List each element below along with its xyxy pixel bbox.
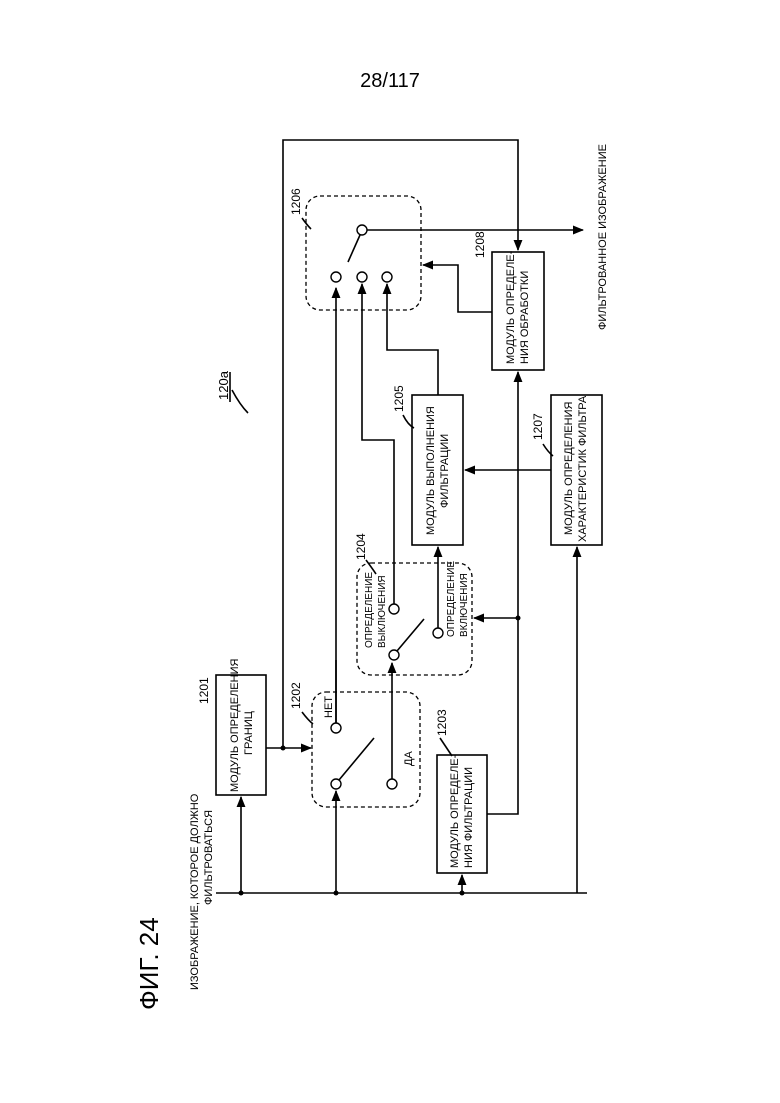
- boundary-module-line-2: ГРАНИЦ: [243, 711, 255, 755]
- switch-b-common-terminal: [389, 650, 399, 660]
- input-label-line-1: ИЗОБРАЖЕНИЕ, КОТОРОЕ ДОЛЖНО: [189, 793, 201, 990]
- device-ref-text: 120a: [216, 370, 231, 400]
- processing-line-1: МОДУЛЬ ОПРЕДЕЛЕ-: [505, 250, 517, 364]
- switch-c-terminal-3: [382, 272, 392, 282]
- junction-dot: [516, 616, 521, 621]
- filter-decision-module: МОДУЛЬ ОПРЕДЕЛЕ- НИЯ ФИЛЬТРАЦИИ: [437, 754, 487, 873]
- switch-b-leader: [366, 560, 376, 574]
- filter-char-line-1: МОДУЛЬ ОПРЕДЕЛЕНИЯ: [563, 402, 575, 535]
- switch-b-off-line-2: ВЫКЛЮЧЕНИЯ: [377, 575, 388, 648]
- switch-a-ref: 1202: [289, 682, 303, 709]
- switch-b-on-terminal: [433, 628, 443, 638]
- input-label-line-2: ФИЛЬТРОВАТЬСЯ: [203, 810, 215, 905]
- processing-line-2: НИЯ ОБРАБОТКИ: [519, 271, 531, 364]
- wire-processing-to-switch-c: [423, 265, 492, 312]
- switch-c-common-terminal: [357, 225, 367, 235]
- junction-dot: [281, 746, 286, 751]
- switch-b-ref: 1204: [354, 533, 368, 560]
- filter-exec-line-1: МОДУЛЬ ВЫПОЛНЕНИЯ: [425, 406, 437, 535]
- switch-b-on-line-2: ВКЛЮЧЕНИЯ: [459, 573, 470, 637]
- boundary-module-line-1: МОДУЛЬ ОПРЕДЕЛЕНИЯ: [229, 659, 241, 792]
- processing-ref: 1208: [473, 231, 487, 258]
- boundary-module: МОДУЛЬ ОПРЕДЕЛЕНИЯ ГРАНИЦ: [216, 659, 266, 795]
- switch-c-frame: [306, 196, 421, 310]
- filter-decision-leader: [440, 738, 452, 756]
- switch-b-off-terminal: [389, 604, 399, 614]
- filter-char-ref: 1207: [531, 413, 545, 440]
- switch-b-on-line-1: ОПРЕДЕЛЕНИЕ: [446, 561, 457, 637]
- switch-c-blade: [348, 235, 360, 262]
- switch-a-common-terminal: [331, 779, 341, 789]
- input-label: ИЗОБРАЖЕНИЕ, КОТОРОЕ ДОЛЖНО ФИЛЬТРОВАТЬС…: [189, 793, 215, 990]
- switch-a-no-terminal: [331, 723, 341, 733]
- device-ref-leader: [232, 390, 248, 413]
- switch-b-off-line-1: ОПРЕДЕЛЕНИЕ: [364, 572, 375, 648]
- switch-a-yes-terminal: [387, 779, 397, 789]
- switch-c-terminal-2: [357, 272, 367, 282]
- output-label: ФИЛЬТРОВАННОЕ ИЗОБРАЖЕНИЕ: [597, 144, 609, 330]
- filter-exec-ref: 1205: [392, 385, 406, 412]
- filter-exec-module: МОДУЛЬ ВЫПОЛНЕНИЯ ФИЛЬТРАЦИИ: [412, 395, 463, 545]
- boundary-module-ref: 1201: [197, 677, 211, 704]
- switch-b-blade: [397, 619, 424, 651]
- switch-c-terminal-1: [331, 272, 341, 282]
- processing-module: МОДУЛЬ ОПРЕДЕЛЕ- НИЯ ОБРАБОТКИ: [492, 250, 544, 370]
- filter-decision-ref: 1203: [435, 709, 449, 736]
- filter-decision-line-2: НИЯ ФИЛЬТРАЦИИ: [463, 767, 475, 868]
- switch-c-ref: 1206: [289, 188, 303, 215]
- switch-a-blade: [339, 738, 374, 780]
- switch-a-no-label: НЕТ: [323, 696, 335, 718]
- device-ref: 120a: [216, 370, 248, 413]
- filter-exec-line-2: ФИЛЬТРАЦИИ: [439, 434, 451, 508]
- wire-filter-decision-to-processing: [487, 372, 518, 814]
- filter-char-module: МОДУЛЬ ОПРЕДЕЛЕНИЯ ХАРАКТЕРИСТИК ФИЛЬТРА: [551, 395, 602, 545]
- filter-decision-line-1: МОДУЛЬ ОПРЕДЕЛЕ-: [449, 754, 461, 868]
- wire-filter-exec-to-switch-c: [387, 284, 438, 395]
- figure-title: ФИГ. 24: [134, 917, 164, 1010]
- switch-a-yes-label: ДА: [403, 751, 415, 766]
- filter-char-line-2: ХАРАКТЕРИСТИК ФИЛЬТРА: [577, 395, 589, 542]
